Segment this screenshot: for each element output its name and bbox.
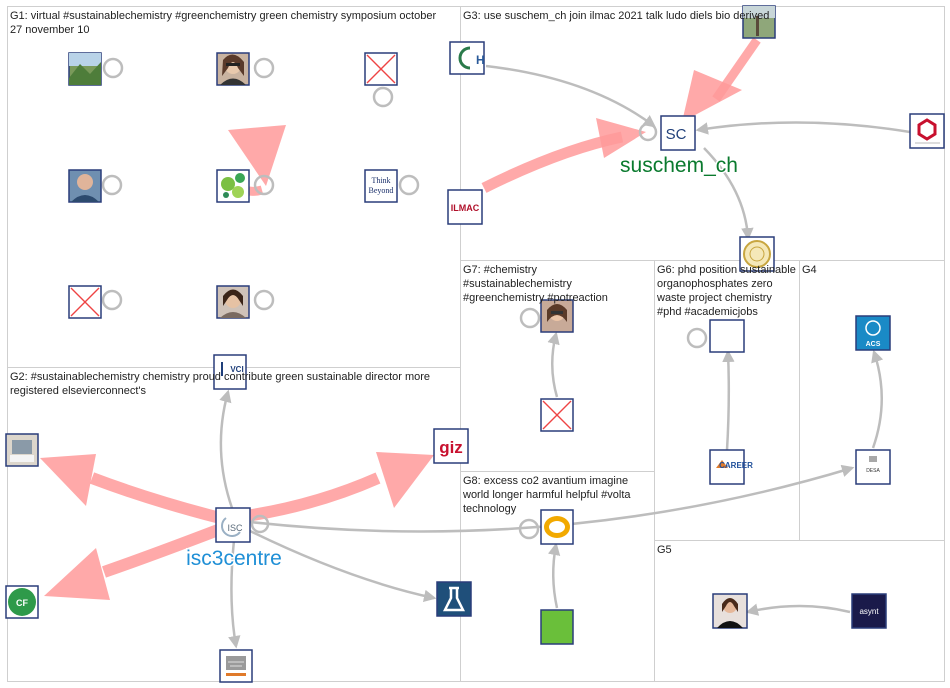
edge-asynt-woman	[745, 603, 851, 616]
asynt-logo-icon[interactable]: asynt	[851, 593, 887, 629]
edge-isc-lab	[89, 472, 222, 524]
lab-photo-icon[interactable]	[5, 433, 39, 467]
group-g4-label: G4	[802, 264, 817, 276]
edge-missing-person	[547, 331, 560, 398]
edge-ilmac-suschem	[481, 131, 624, 193]
red-hexagon-logo-icon[interactable]	[909, 113, 945, 149]
leuphana-logo-icon[interactable]: DESA	[855, 449, 891, 485]
acs-logo-icon[interactable]: CAREER	[709, 449, 753, 485]
edge-sgwr-volta	[547, 542, 561, 609]
orange-ring-logo-icon[interactable]	[540, 509, 574, 545]
node-label-suschem-ch: suschem_ch	[620, 154, 738, 177]
svg-text:CAREER: CAREER	[719, 461, 753, 470]
edge-isc-vci	[219, 389, 234, 509]
missing-image-icon[interactable]	[540, 398, 574, 432]
sgwr-logo-icon[interactable]	[540, 609, 574, 645]
arrowhead-isc-lab	[40, 454, 96, 506]
svg-text:H: H	[476, 53, 485, 67]
vci-logo-icon[interactable]: VCI	[213, 354, 247, 390]
ilmac-logo-icon[interactable]: ILMAC	[447, 189, 483, 225]
svg-text:asynt: asynt	[859, 607, 879, 616]
node-label-isc3centre: isc3centre	[186, 547, 282, 570]
edge-acs-career	[722, 349, 735, 451]
flask-logo-icon[interactable]	[436, 581, 472, 617]
svg-text:Think: Think	[371, 176, 390, 185]
career-logo-icon[interactable]	[709, 319, 745, 353]
arrowhead-green-self	[228, 125, 286, 186]
elsevier-logo-icon[interactable]	[219, 649, 253, 683]
group-g5-label: G5	[657, 544, 672, 556]
node-landscape-photo[interactable]	[68, 52, 102, 86]
group-g7-label: G7: #chemistry#sustainablechemistry#gree…	[463, 264, 608, 304]
arrowhead-ilmac-suschem	[596, 118, 646, 158]
node-woman-photo-1[interactable]	[216, 52, 250, 86]
group-g3-label: G3: use suschem_ch join ilmac 2021 talk …	[463, 10, 769, 22]
edge-ch-suschem	[485, 64, 657, 128]
svg-text:Beyond: Beyond	[369, 186, 394, 195]
cf-logo-icon[interactable]: CF	[5, 585, 39, 619]
missing-image-icon[interactable]	[364, 52, 398, 86]
group-g3-pane	[460, 6, 945, 261]
group-g5-pane	[654, 540, 945, 682]
svg-text:ACS: ACS	[866, 341, 881, 348]
ch-logo-icon[interactable]: H	[449, 41, 485, 75]
green-bubbles-logo-icon[interactable]	[216, 169, 250, 203]
un-desa-logo-icon[interactable]: ACS	[855, 315, 891, 351]
edge-isc-giz	[231, 472, 381, 524]
group-g2-label: G2: #sustainablechemistry chemistry prou…	[10, 371, 430, 397]
edge-isc-elsevier	[228, 539, 241, 649]
svg-text:VCI: VCI	[230, 365, 243, 374]
group-g1-label: G1: virtual #sustainablechemistry #green…	[10, 10, 436, 36]
svg-text:CF: CF	[16, 598, 28, 608]
arrowhead-isc-cf	[44, 548, 110, 600]
edge-isc-flask	[247, 528, 437, 603]
group-panes	[7, 6, 945, 682]
suschem-logo-icon[interactable]: SC	[660, 115, 696, 151]
award-badge-icon[interactable]	[739, 236, 775, 272]
svg-text:DESA: DESA	[866, 468, 880, 474]
node-woman-photo-2[interactable]	[216, 285, 250, 319]
svg-text:giz: giz	[439, 438, 463, 457]
woman-photo-icon[interactable]	[712, 593, 748, 629]
edge-leuphana-desa	[871, 349, 884, 449]
giz-logo-icon[interactable]: giz	[433, 428, 469, 464]
edge-red-suschem	[695, 121, 911, 135]
svg-text:ILMAC: ILMAC	[451, 203, 480, 213]
self-loops	[101, 57, 708, 540]
svg-text:ISC: ISC	[227, 523, 243, 533]
nature-photo-icon[interactable]	[742, 5, 776, 39]
isc3-logo-icon[interactable]: ISC	[215, 507, 251, 543]
group-g4-pane	[799, 260, 945, 541]
arrowhead-nature-suschem	[682, 70, 742, 122]
person-photo-icon[interactable]	[540, 299, 574, 333]
svg-text:SC: SC	[666, 126, 687, 143]
missing-image-icon[interactable]	[68, 285, 102, 319]
node-man-photo[interactable]	[68, 169, 102, 203]
arrowhead-isc-giz	[376, 452, 434, 508]
edge-isc-cf	[102, 524, 221, 578]
edge-suschem-award	[703, 147, 754, 241]
group-labels: G1: virtual #sustainablechemistry #green…	[10, 10, 817, 556]
think-beyond-logo-icon[interactable]: Think Beyond	[364, 169, 398, 203]
